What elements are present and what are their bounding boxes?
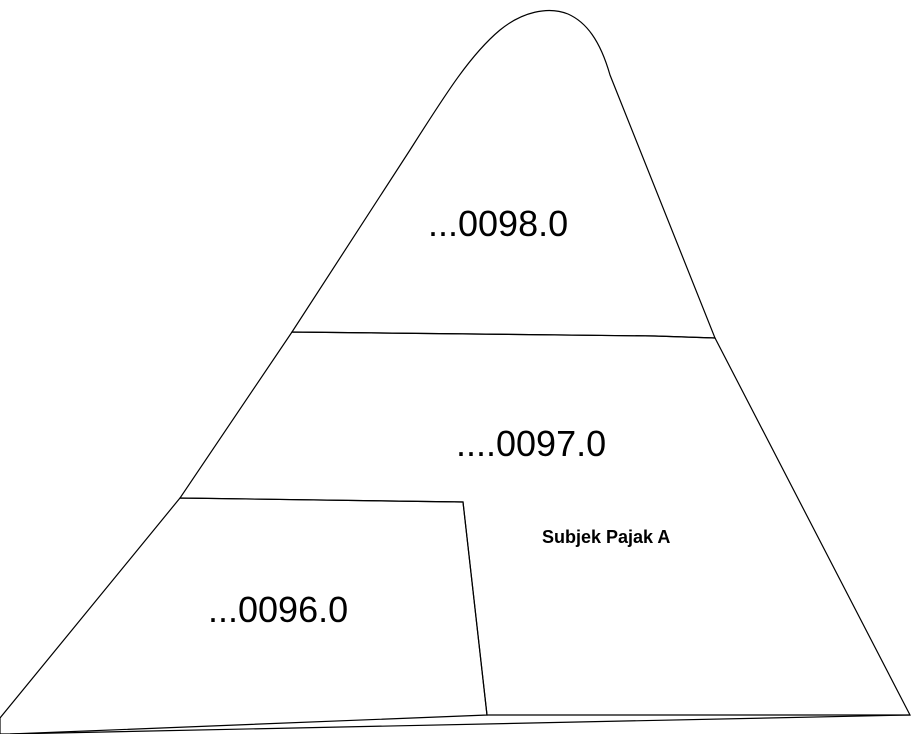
parcel-0097-label: ....0097.0 bbox=[456, 423, 606, 464]
subject-label: Subjek Pajak A bbox=[542, 527, 670, 547]
parcel-0098-area[interactable] bbox=[290, 9, 716, 339]
parcel-0096-area[interactable] bbox=[0, 497, 488, 734]
parcel-0097-area[interactable] bbox=[178, 331, 911, 716]
bottom-boundary-line bbox=[9, 714, 911, 734]
parcel-0098-label: ...0098.0 bbox=[428, 203, 568, 244]
parcel-0096-label: ...0096.0 bbox=[208, 589, 348, 630]
